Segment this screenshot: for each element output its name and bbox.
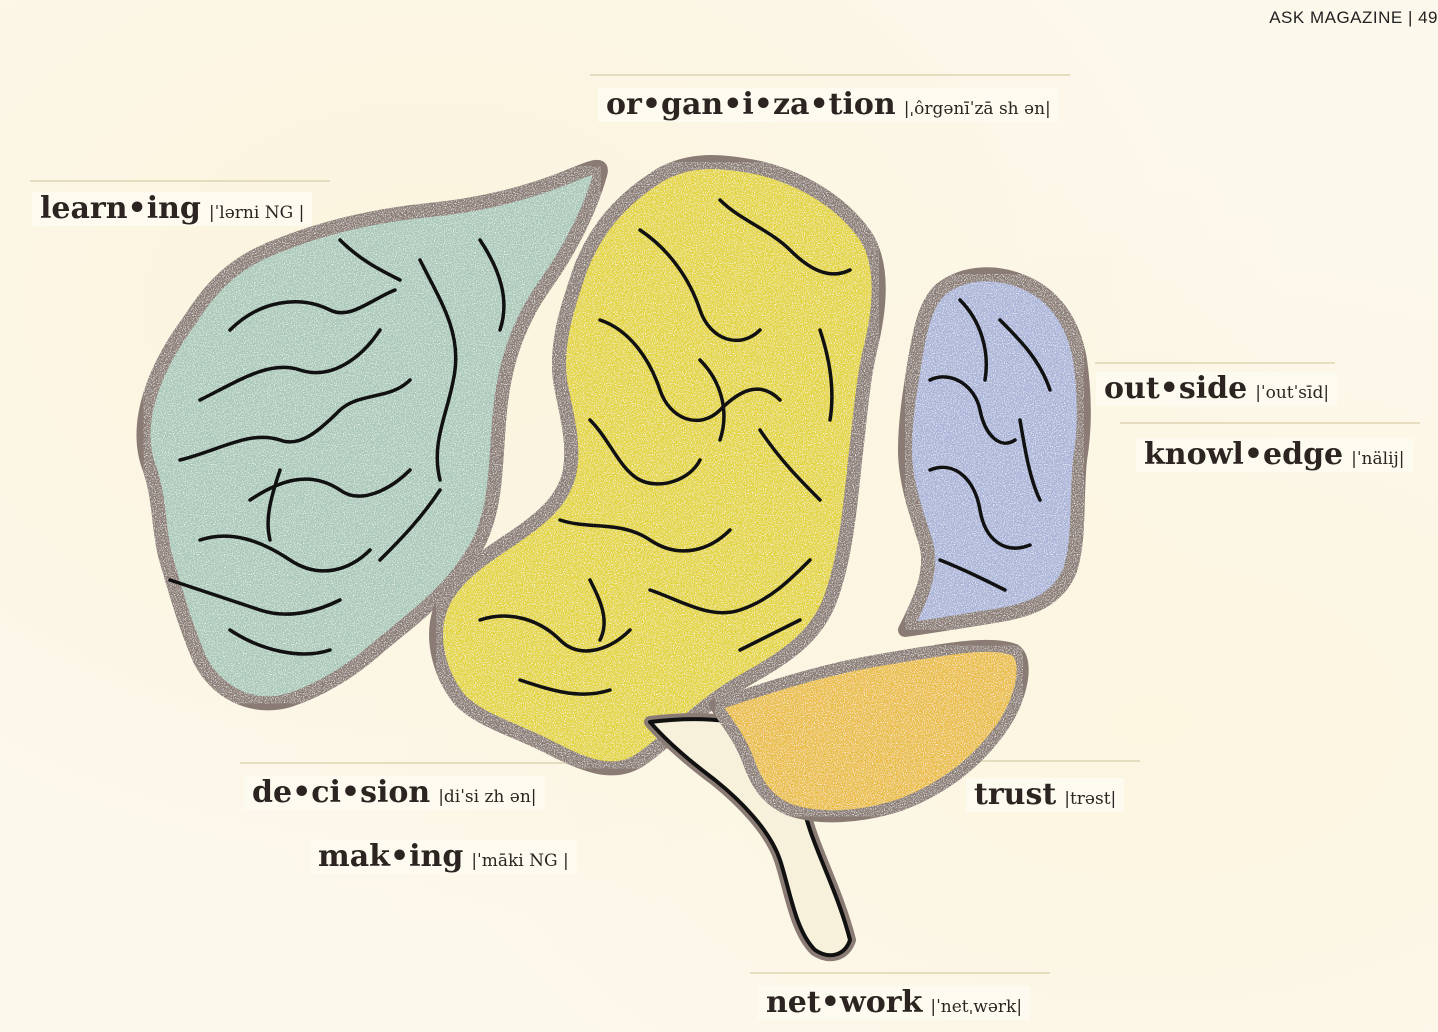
- label-network: net•work |ˈnetˌwərk|: [758, 986, 1030, 1020]
- label-pronunciation: |ˈnälij|: [1351, 449, 1404, 469]
- label-decision: de•ci•sion |diˈsi zh ən|: [244, 776, 545, 810]
- label-learning: learn•ing |ˈlərni NG |: [32, 192, 312, 226]
- label-organization: or•gan•i•za•tion |ˌôrgənīˈzā sh ən|: [598, 88, 1059, 122]
- label-word: learn•ing: [40, 191, 201, 226]
- label-pronunciation: |ˈnetˌwərk|: [930, 997, 1022, 1017]
- label-making: mak•ing |ˈmāki NG |: [310, 840, 577, 874]
- label-word: de•ci•sion: [252, 775, 430, 810]
- label-pronunciation: |ˈmāki NG |: [471, 851, 568, 871]
- label-word: knowl•edge: [1144, 437, 1343, 472]
- label-pronunciation: |ˌôrgənīˈzā sh ən|: [904, 99, 1051, 119]
- label-pronunciation: |ˈoutˈsīd|: [1255, 383, 1329, 403]
- label-word: out•side: [1104, 371, 1247, 406]
- label-word: or•gan•i•za•tion: [606, 87, 896, 122]
- occipital-lobe-icon: [905, 274, 1084, 630]
- label-pronunciation: |trəst|: [1064, 789, 1116, 809]
- label-outside: out•side |ˈoutˈsīd|: [1096, 372, 1337, 406]
- label-pronunciation: |diˈsi zh ən|: [438, 787, 536, 807]
- label-knowledge: knowl•edge |ˈnälij|: [1136, 438, 1413, 472]
- label-word: mak•ing: [318, 839, 463, 874]
- label-word: trust: [974, 777, 1056, 812]
- label-pronunciation: |ˈlərni NG |: [209, 203, 304, 223]
- label-word: net•work: [766, 985, 922, 1020]
- label-trust: trust |trəst|: [966, 778, 1124, 812]
